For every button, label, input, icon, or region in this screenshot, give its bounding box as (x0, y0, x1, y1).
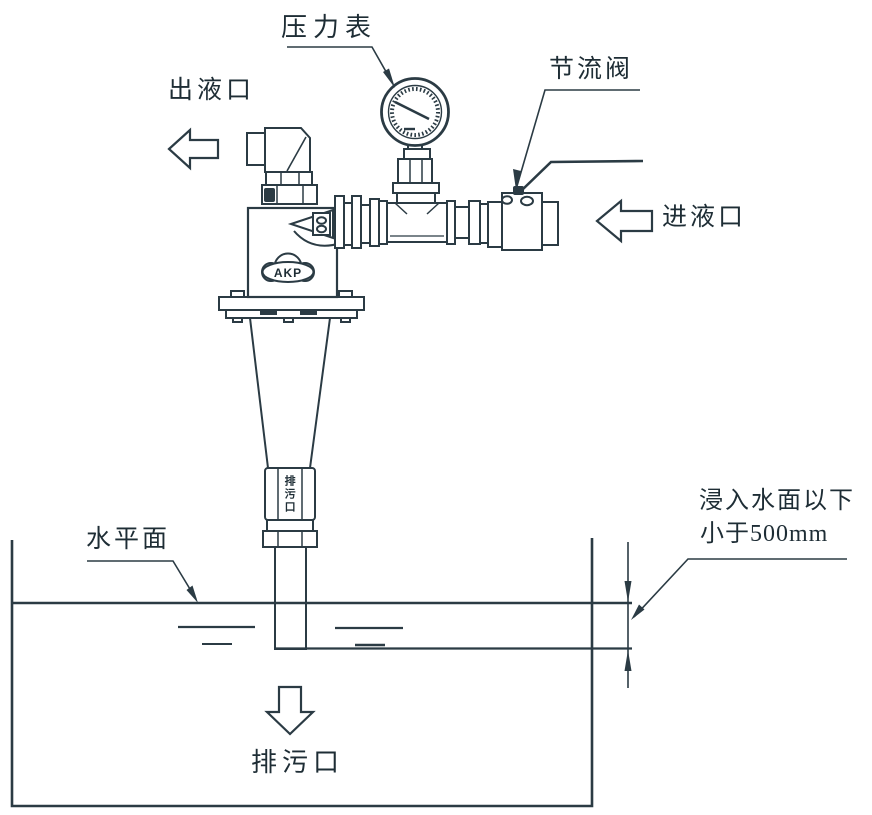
tank-outline (10, 538, 594, 808)
right-union-fitting (454, 200, 489, 245)
drain-outlet-label: 排污口 (251, 748, 345, 777)
pressure-gauge (380, 77, 450, 184)
water-surface-leader (87, 560, 197, 600)
pressure-gauge-leader (287, 46, 394, 85)
leader-arrowhead-icon (186, 585, 198, 603)
brand-logo: AKP (261, 252, 315, 283)
separator-device: AKP (218, 127, 365, 650)
outlet-elbow (246, 127, 318, 205)
immersion-dimension (624, 542, 632, 688)
bolt-stub (340, 317, 351, 323)
tee-branch-plate (392, 182, 440, 194)
pipe-hex-nut (262, 530, 318, 548)
gauge-hex-nut (397, 158, 433, 184)
dimension-arrow-up-icon (624, 650, 632, 671)
leader-lines (87, 46, 847, 620)
bolt-stub (232, 317, 243, 323)
water-surface-label: 水平面 (86, 526, 171, 553)
tee-fitting (378, 182, 456, 245)
port-collar (266, 519, 314, 532)
water-lines (12, 601, 632, 650)
pressure-gauge-label: 压力表 (281, 13, 378, 42)
immersion-note-leader (633, 558, 847, 618)
outlet-arrow-icon (167, 127, 220, 171)
flow-arrows (167, 127, 654, 736)
throttle-valve-label: 节流阀 (549, 56, 634, 83)
piping-assembly (334, 159, 644, 251)
dimension-arrow-down-icon (624, 581, 632, 602)
flange-plate-top (218, 296, 365, 311)
throttle-valve-leader (516, 89, 640, 187)
brand-logo-text: AKP (274, 266, 302, 280)
fitting-mark (264, 188, 275, 202)
cone-body (248, 317, 332, 469)
flange-plate-bottom (225, 309, 358, 319)
immersion-note-line2: 小于500mm (700, 521, 829, 547)
gauge-scale-ticks (390, 87, 440, 137)
tee-branch (396, 192, 436, 204)
inlet-arrow-icon (595, 198, 654, 244)
left-union-fitting (334, 195, 380, 249)
gauge-needle (394, 100, 430, 121)
immersion-note-line1: 浸入水面以下 (699, 488, 855, 514)
suction-pipe (274, 546, 307, 650)
bolt-stub (283, 317, 294, 323)
drain-port-vertical-label: 排污口 (283, 475, 296, 514)
liquid-outlet-label: 出液口 (168, 77, 256, 104)
throttle-ball-valve (487, 159, 644, 251)
liquid-inlet-label: 进液口 (662, 204, 747, 231)
leader-arrowhead-icon (513, 169, 521, 190)
drain-arrow-icon (264, 685, 316, 736)
leader-arrowhead-icon (631, 604, 645, 620)
leader-arrowhead-icon (383, 68, 395, 88)
valve-handle (520, 159, 644, 192)
